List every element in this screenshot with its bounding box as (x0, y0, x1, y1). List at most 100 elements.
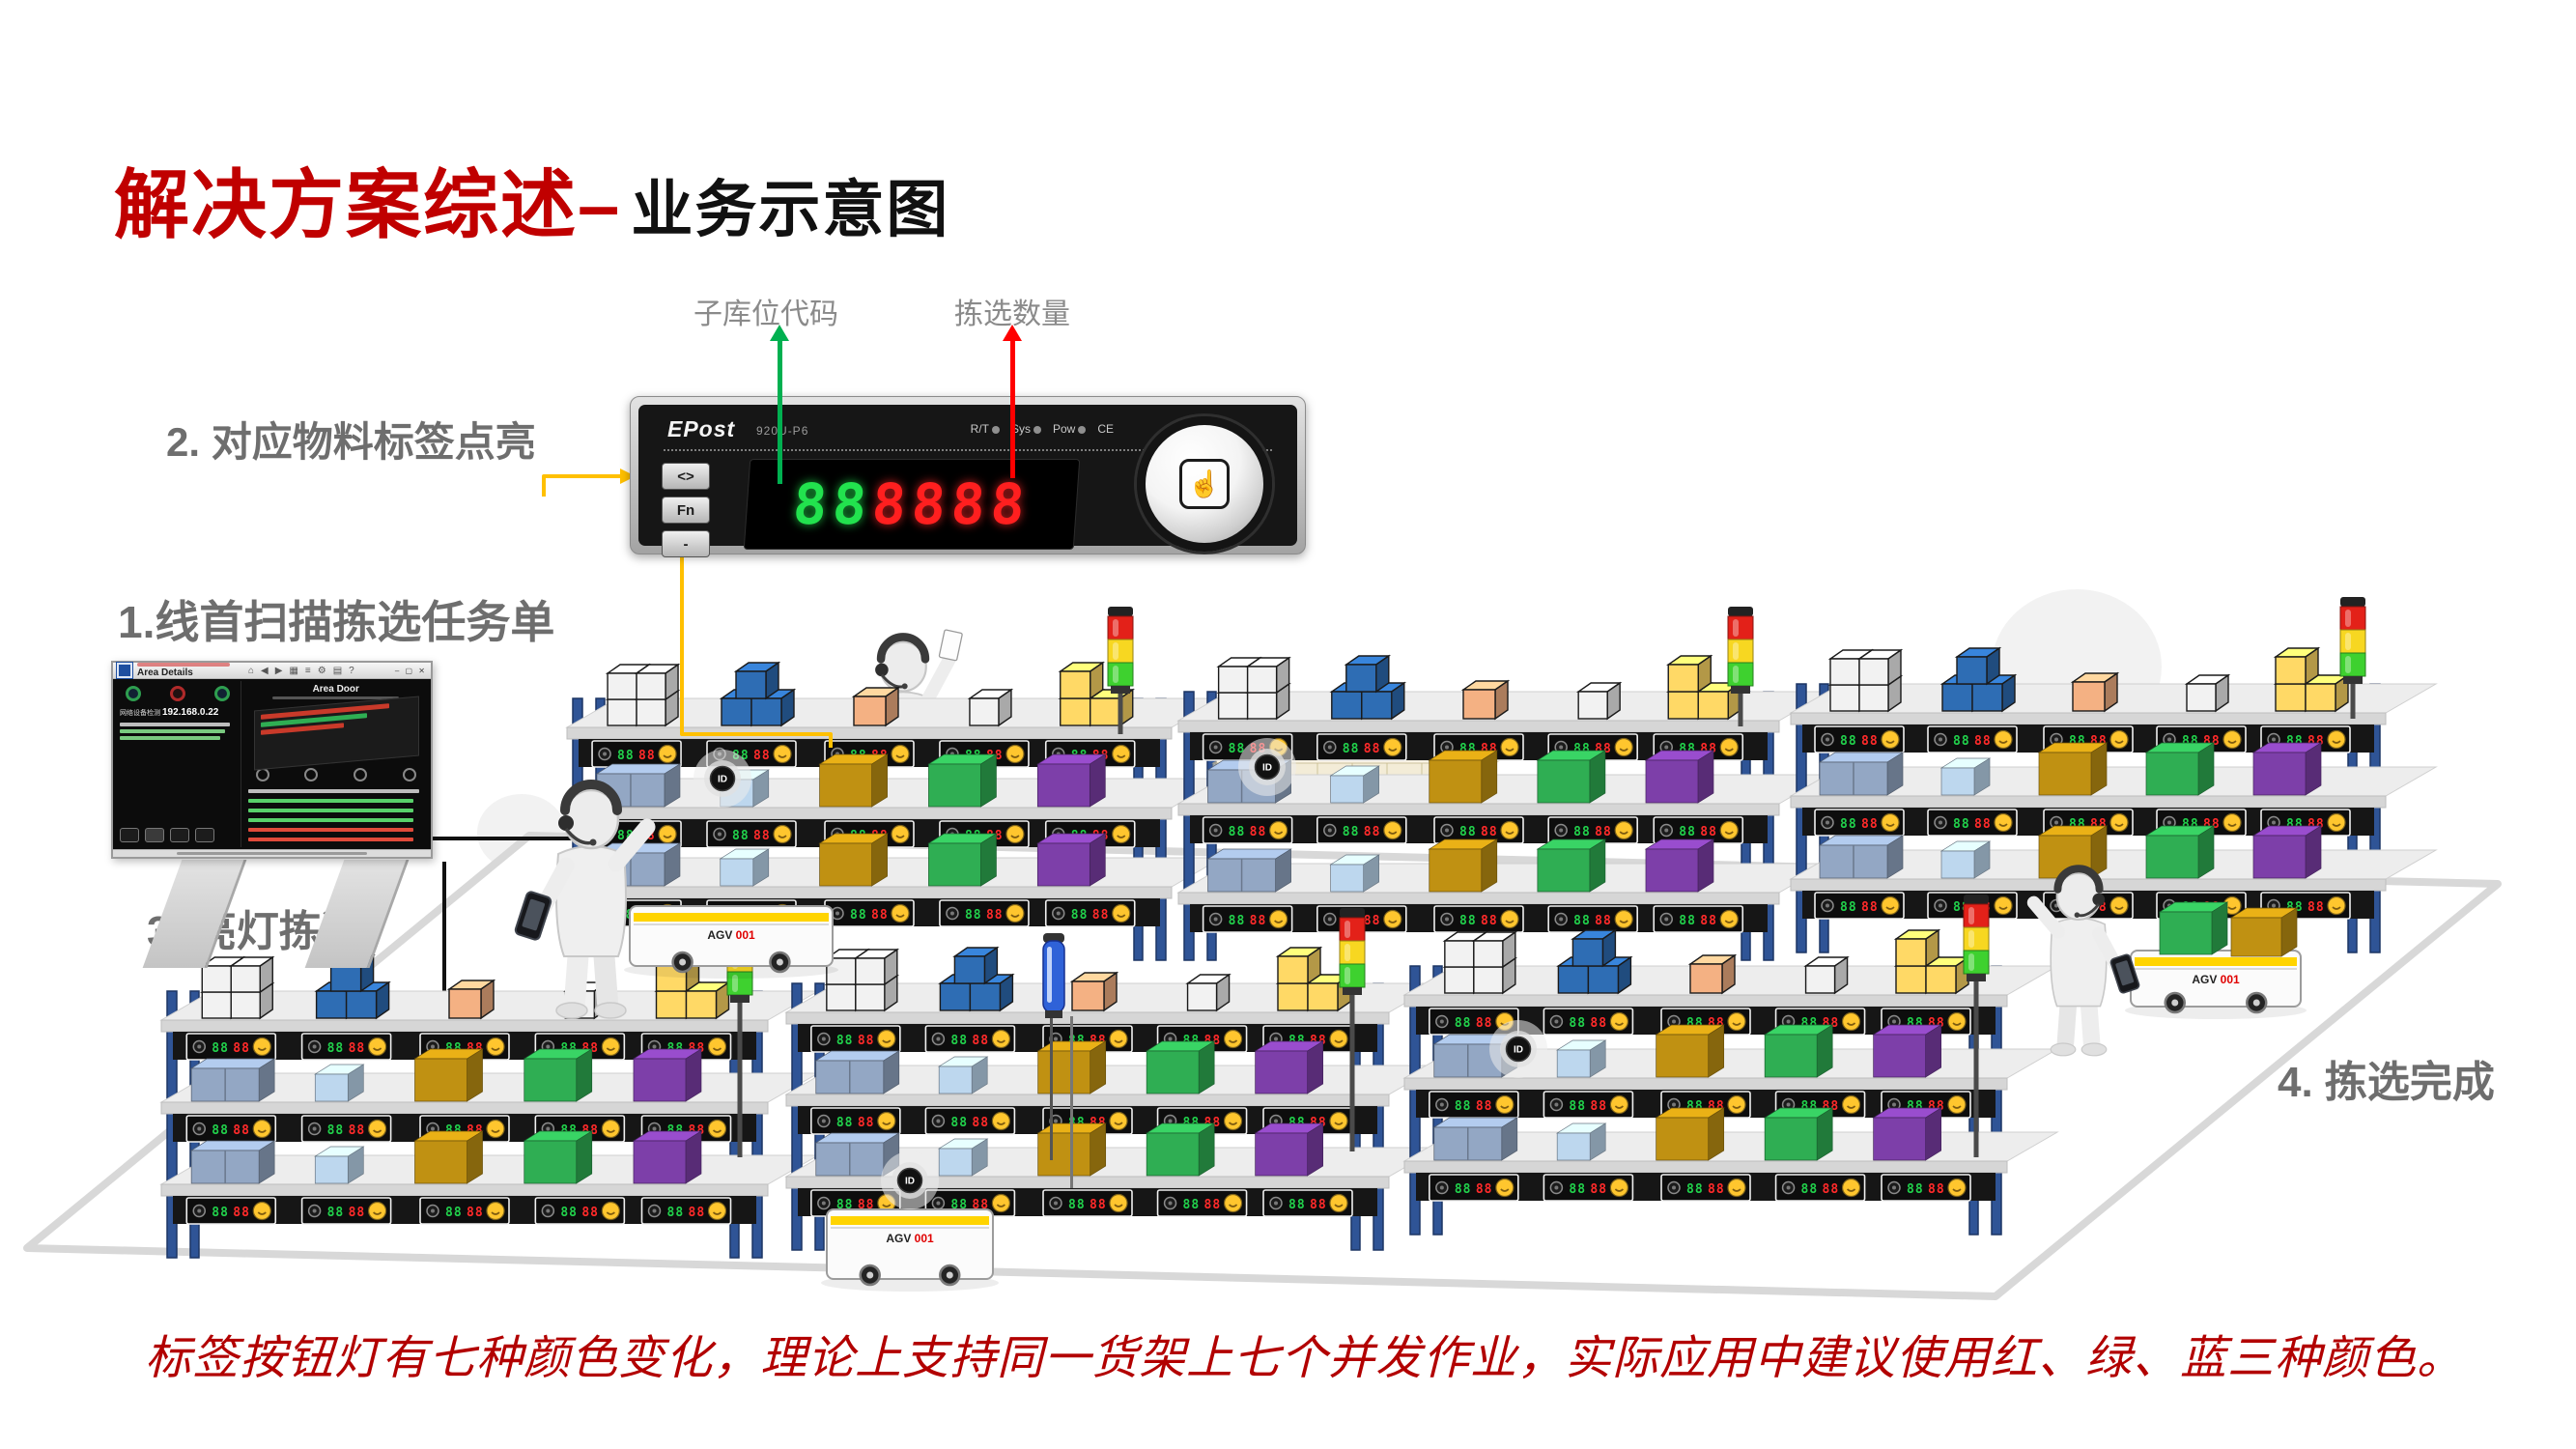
tag-confirm-button[interactable] (991, 1193, 1011, 1213)
tag-confirm-button[interactable] (601, 1037, 620, 1057)
action-icon[interactable] (402, 768, 416, 781)
tag-confirm-button[interactable] (877, 1111, 896, 1131)
tag-confirm-button[interactable] (1329, 1029, 1348, 1049)
panel-button[interactable] (195, 828, 214, 842)
tag-confirm-button[interactable] (1500, 909, 1519, 929)
operations-icon[interactable]: ▦ (289, 665, 298, 676)
tag-confirm-button[interactable] (1383, 737, 1402, 757)
tag-confirm-button[interactable] (1719, 737, 1739, 757)
tag-confirm-button[interactable] (1223, 1029, 1243, 1049)
list-icon[interactable]: ≡ (304, 665, 311, 676)
tag-confirm-button[interactable] (1881, 895, 1900, 916)
tag-confirm-button[interactable] (1727, 1011, 1746, 1032)
tag-confirm-button[interactable] (2109, 895, 2129, 916)
tag-confirm-button[interactable] (1109, 1193, 1128, 1213)
tag-confirm-button[interactable] (2222, 729, 2242, 750)
panel-button[interactable] (145, 828, 164, 842)
tag-confirm-button[interactable] (368, 1119, 387, 1139)
tag-confirm-button[interactable] (1329, 1111, 1348, 1131)
log-icon[interactable]: ▤ (332, 665, 343, 676)
tag-confirm-button[interactable] (991, 1111, 1011, 1131)
device-key-arrows[interactable]: <> (662, 463, 710, 490)
tag-confirm-button[interactable] (1005, 903, 1025, 923)
tag-confirm-button[interactable] (486, 1201, 505, 1221)
tag-confirm-button[interactable] (1223, 1111, 1243, 1131)
tag-confirm-button[interactable] (1609, 1178, 1629, 1198)
panel-button[interactable] (120, 828, 139, 842)
tag-confirm-button[interactable] (707, 1037, 727, 1057)
tag-confirm-button[interactable] (2109, 812, 2129, 833)
tag-confirm-button[interactable] (601, 1201, 620, 1221)
tag-confirm-button[interactable] (707, 1119, 727, 1139)
tag-confirm-button[interactable] (252, 1037, 271, 1057)
tag-confirm-button[interactable] (1614, 820, 1633, 840)
tag-confirm-button[interactable] (1609, 1011, 1629, 1032)
tag-confirm-button[interactable] (1881, 729, 1900, 750)
tag-confirm-button[interactable] (1727, 1178, 1746, 1198)
tag-confirm-button[interactable] (486, 1119, 505, 1139)
tag-confirm-button[interactable] (2109, 729, 2129, 750)
tag-confirm-button[interactable] (658, 824, 677, 844)
tag-confirm-button[interactable] (1112, 824, 1131, 844)
tag-confirm-button[interactable] (1269, 909, 1288, 929)
tag-confirm-button[interactable] (1329, 1193, 1348, 1213)
tag-confirm-button[interactable] (1109, 1111, 1128, 1131)
tag-confirm-button[interactable] (1727, 1094, 1746, 1115)
window-controls[interactable]: – ▢ ✕ (394, 666, 427, 675)
tag-confirm-button[interactable] (877, 1029, 896, 1049)
tag-confirm-button[interactable] (1841, 1178, 1861, 1198)
tag-confirm-button[interactable] (1614, 737, 1633, 757)
tag-confirm-button[interactable] (658, 744, 677, 764)
tag-confirm-button[interactable] (1947, 1094, 1967, 1115)
tag-confirm-button[interactable] (601, 1119, 620, 1139)
tag-confirm-button[interactable] (2222, 895, 2242, 916)
tag-confirm-button[interactable] (1614, 909, 1633, 929)
next-icon[interactable]: ▶ (274, 665, 283, 676)
device-key-minus[interactable]: - (662, 530, 710, 557)
tag-confirm-button[interactable] (773, 824, 792, 844)
tag-confirm-button[interactable] (2222, 812, 2242, 833)
tag-confirm-button[interactable] (1881, 812, 1900, 833)
tag-confirm-button[interactable] (1112, 744, 1131, 764)
tag-confirm-button[interactable] (368, 1037, 387, 1057)
tag-confirm-button[interactable] (1005, 824, 1025, 844)
tag-confirm-button[interactable] (486, 1037, 505, 1057)
tag-confirm-button[interactable] (1223, 1193, 1243, 1213)
device-key-fn[interactable]: Fn (662, 497, 710, 524)
tag-confirm-button[interactable] (1994, 812, 2013, 833)
tag-confirm-button[interactable] (773, 744, 792, 764)
config-icon[interactable]: ⚙ (317, 665, 326, 676)
tag-confirm-button[interactable] (1841, 1094, 1861, 1115)
device-confirm-button[interactable]: ☝ (1137, 416, 1272, 552)
tag-confirm-button[interactable] (2327, 812, 2346, 833)
home-icon[interactable]: ⌂ (248, 665, 255, 676)
tag-confirm-button[interactable] (252, 1119, 271, 1139)
tag-confirm-button[interactable] (1500, 737, 1519, 757)
tag-confirm-button[interactable] (991, 1029, 1011, 1049)
tag-confirm-button[interactable] (1841, 1011, 1861, 1032)
prev-icon[interactable]: ◀ (261, 665, 269, 676)
tag-confirm-button[interactable] (2327, 729, 2346, 750)
tag-confirm-button[interactable] (368, 1201, 387, 1221)
tag-confirm-button[interactable] (1994, 729, 2013, 750)
tag-confirm-button[interactable] (891, 903, 910, 923)
action-icon[interactable] (354, 768, 368, 781)
tag-confirm-button[interactable] (1112, 903, 1131, 923)
tag-confirm-button[interactable] (1495, 1094, 1514, 1115)
tag-confirm-button[interactable] (891, 824, 910, 844)
tag-confirm-button[interactable] (1947, 1178, 1967, 1198)
tag-confirm-button[interactable] (1269, 820, 1288, 840)
tag-confirm-button[interactable] (1719, 909, 1739, 929)
help-icon[interactable]: ? (349, 665, 354, 676)
tag-confirm-button[interactable] (1947, 1011, 1967, 1032)
tag-confirm-button[interactable] (1994, 895, 2013, 916)
tag-confirm-button[interactable] (1495, 1178, 1514, 1198)
tag-confirm-button[interactable] (891, 744, 910, 764)
tag-confirm-button[interactable] (1005, 744, 1025, 764)
tag-confirm-button[interactable] (2327, 895, 2346, 916)
panel-button[interactable] (170, 828, 189, 842)
tag-confirm-button[interactable] (1609, 1094, 1629, 1115)
tag-confirm-button[interactable] (1719, 820, 1739, 840)
action-icon[interactable] (304, 768, 319, 781)
tag-confirm-button[interactable] (707, 1201, 727, 1221)
